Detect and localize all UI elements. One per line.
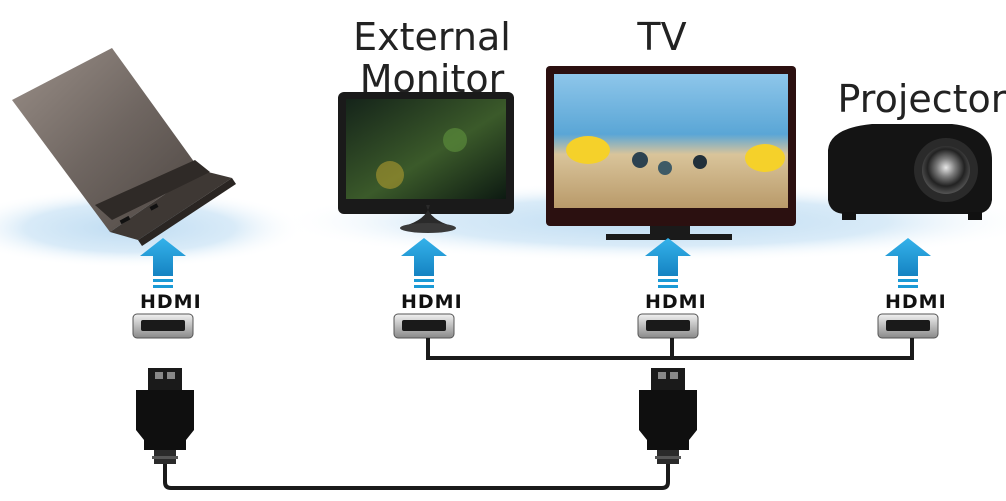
arrow-laptop [140, 238, 186, 288]
arrow-monitor [401, 238, 447, 288]
hdmi-port-monitor [393, 313, 455, 339]
hdmi-cable [163, 464, 670, 490]
hdmi-port-laptop [132, 313, 194, 339]
tv-label: TV [637, 15, 687, 59]
tv [546, 66, 796, 240]
hdmi-port-projector [877, 313, 939, 339]
arrow-projector [885, 238, 931, 288]
arrow-tv [645, 238, 691, 288]
laptop [12, 48, 236, 246]
hdmi-port-tv [637, 313, 699, 339]
hdmi-label-projector: HDMI [885, 291, 947, 313]
projector [828, 124, 992, 220]
hdmi-plug-right [639, 368, 697, 464]
hdmi-label-laptop: HDMI [140, 291, 202, 313]
hdmi-label-tv: HDMI [645, 291, 707, 313]
hdmi-label-monitor: HDMI [401, 291, 463, 313]
hdmi-plug-left [136, 368, 194, 464]
external-monitor-label: External Monitor [353, 15, 511, 101]
external-monitor [338, 92, 514, 233]
projector-label: Projector [837, 77, 1006, 121]
